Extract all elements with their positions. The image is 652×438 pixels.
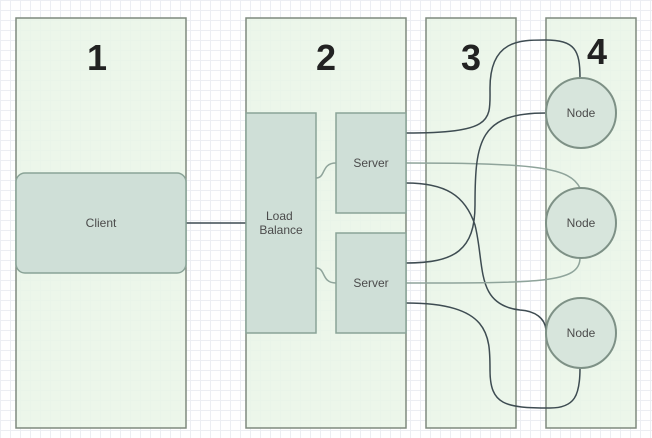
node-3-shape	[545, 297, 617, 369]
lane-2-number: 2	[316, 37, 336, 78]
node-3[interactable]: Node	[545, 297, 617, 369]
node-1[interactable]: Node	[545, 77, 617, 149]
edge-server2-node1[interactable]	[405, 112, 547, 264]
load-balancer-label-line1: Load	[266, 209, 293, 223]
lane-4-number: 4	[587, 31, 607, 72]
edge-server2-node3[interactable]	[405, 302, 581, 409]
lane-1-number: 1	[87, 37, 107, 78]
edge-server1-node1[interactable]	[405, 39, 581, 134]
load-balancer-label: Load Balance	[259, 209, 303, 237]
load-balancer-box[interactable]: Load Balance	[245, 112, 317, 334]
load-balancer-shape	[245, 112, 317, 334]
server-bottom[interactable]: Server	[335, 232, 407, 334]
client-shape	[15, 172, 187, 274]
server-top-label: Server	[353, 156, 388, 170]
server-bottom-label: Server	[353, 276, 388, 290]
node-2-label: Node	[567, 216, 596, 230]
lane-3-number: 3	[461, 37, 481, 78]
lane-3[interactable]: 3	[425, 17, 517, 429]
lane-3-body	[425, 17, 517, 429]
connectors	[186, 39, 581, 409]
node-3-label: Node	[567, 326, 596, 340]
client-label: Client	[86, 216, 117, 230]
node-1-label: Node	[567, 106, 596, 120]
node-1-shape	[545, 77, 617, 149]
server-bottom-shape	[335, 232, 407, 334]
edge-server1-node2[interactable]	[405, 162, 581, 189]
server-top-shape	[335, 112, 407, 214]
client-box[interactable]: Client	[15, 172, 187, 274]
edge-loadbalancer-server-bottom[interactable]	[315, 267, 337, 284]
node-2[interactable]: Node	[545, 187, 617, 259]
server-top[interactable]: Server	[335, 112, 407, 214]
edge-loadbalancer-server-top[interactable]	[315, 162, 337, 179]
node-2-shape	[545, 187, 617, 259]
edge-server2-node2[interactable]	[405, 257, 581, 284]
edge-server1-node3[interactable]	[405, 182, 547, 331]
load-balancer-label-line2: Balance	[259, 223, 303, 237]
